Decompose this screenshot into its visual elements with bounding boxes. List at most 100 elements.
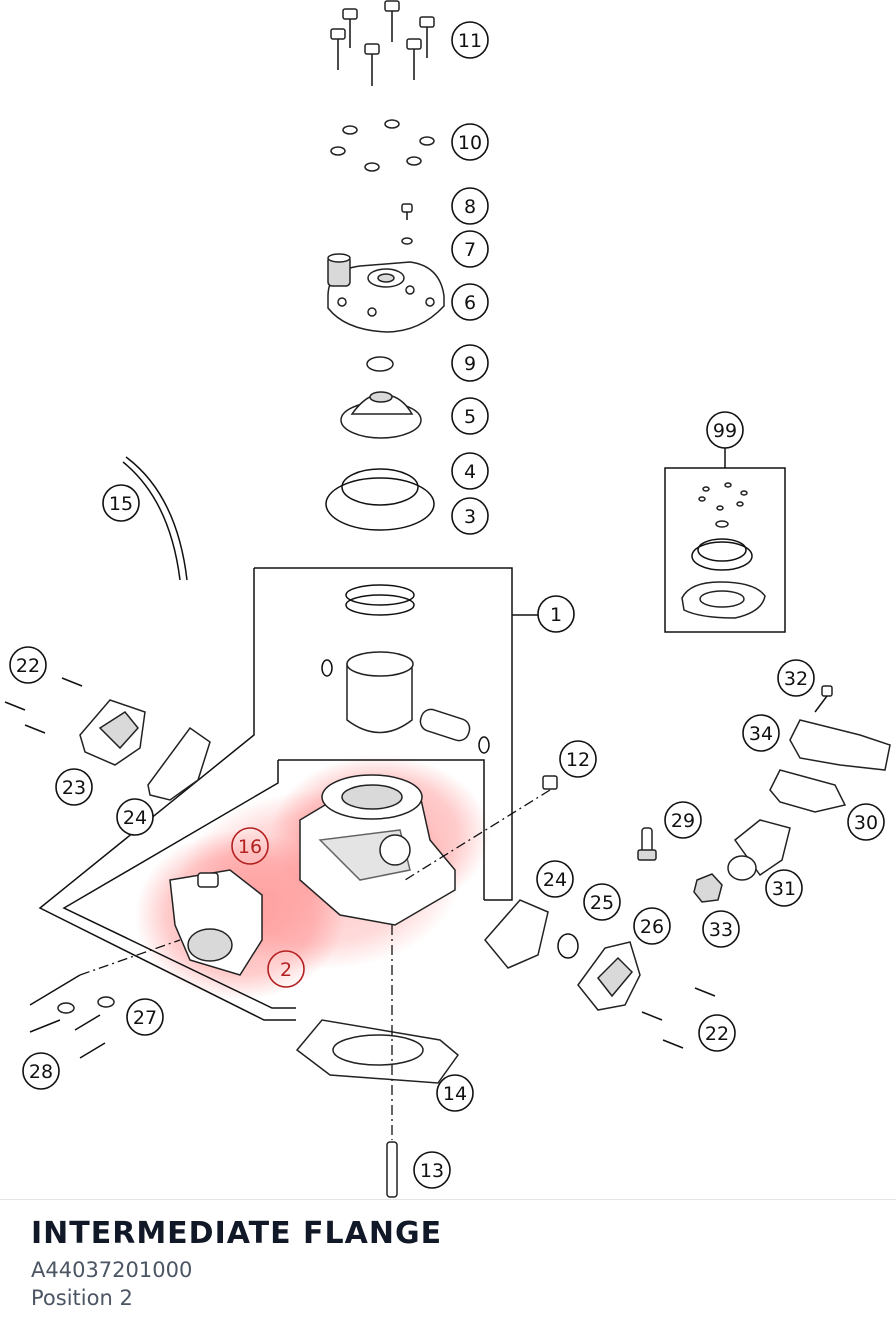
- part-control-31[interactable]: [727, 819, 791, 881]
- callout-16[interactable]: 16: [231, 827, 269, 865]
- callout-28[interactable]: 28: [22, 1052, 60, 1090]
- callout-4-label: 4: [464, 461, 476, 483]
- part-washers-10[interactable]: [330, 119, 435, 172]
- callout-34-label: 34: [749, 723, 773, 745]
- callout-11-label: 11: [458, 30, 482, 52]
- callout-34[interactable]: 34: [742, 714, 780, 752]
- part-hose-15[interactable]: [122, 456, 188, 581]
- part-cover-23[interactable]: [79, 699, 146, 766]
- part-sensor-29[interactable]: [637, 827, 657, 861]
- callout-22[interactable]: 22: [9, 646, 47, 684]
- callout-14-label: 14: [443, 1083, 467, 1105]
- callout-25-label: 25: [590, 892, 614, 914]
- callout-30-label: 30: [854, 812, 878, 834]
- part-oring-9[interactable]: [366, 356, 394, 372]
- part-number: A44037201000: [31, 1258, 193, 1282]
- callout-7-label: 7: [464, 239, 476, 261]
- callout-5[interactable]: 5: [451, 397, 489, 435]
- callout-10[interactable]: 10: [451, 123, 489, 161]
- part-oring-25[interactable]: [557, 933, 579, 959]
- callout-33[interactable]: 33: [702, 910, 740, 948]
- part-gasket-24-right[interactable]: [484, 899, 549, 969]
- callout-12[interactable]: 12: [559, 740, 597, 778]
- callout-5-label: 5: [464, 406, 476, 428]
- part-bolts-28[interactable]: [29, 939, 181, 1059]
- part-cap-33[interactable]: [693, 873, 723, 903]
- callout-2[interactable]: 2: [267, 950, 305, 988]
- part-cover-26[interactable]: [577, 941, 641, 1011]
- callout-24[interactable]: 24: [536, 860, 574, 898]
- part-clamps-27[interactable]: [57, 996, 115, 1014]
- part-plug-12[interactable]: [404, 775, 558, 881]
- callout-29-label: 29: [671, 810, 695, 832]
- callout-27[interactable]: 27: [126, 998, 164, 1036]
- callout-32[interactable]: 32: [777, 659, 815, 697]
- callout-23[interactable]: 23: [55, 768, 93, 806]
- part-insert-5[interactable]: [340, 391, 422, 439]
- callout-1[interactable]: 1: [537, 595, 575, 633]
- callout-24-label: 24: [123, 807, 147, 829]
- callout-6-label: 6: [464, 292, 476, 314]
- callout-12-label: 12: [566, 749, 590, 771]
- part-bolts-11[interactable]: [330, 0, 435, 86]
- callout-30[interactable]: 30: [847, 803, 885, 841]
- part-oring-4[interactable]: [341, 468, 419, 506]
- part-gasket-24-left[interactable]: [147, 726, 211, 801]
- exploded-parts-diagram: 11 10 8 7 6 9 5 4 3 99 15 1 22 23 24 16 2 12 29 32 34 30 31 24 2…: [4, 0, 891, 1198]
- part-actuator-30[interactable]: [769, 769, 847, 813]
- callout-3-label: 3: [464, 506, 476, 528]
- part-gasket-3[interactable]: [325, 477, 435, 531]
- part-screw-8[interactable]: [401, 203, 413, 220]
- divider: [0, 1199, 896, 1200]
- part-cylinder-16[interactable]: [62, 759, 485, 1009]
- callout-29[interactable]: 29: [664, 801, 702, 839]
- callout-9-label: 9: [464, 353, 476, 375]
- callout-23-label: 23: [62, 777, 86, 799]
- callout-26[interactable]: 26: [633, 907, 671, 945]
- callout-7[interactable]: 7: [451, 230, 489, 268]
- callout-22-label: 22: [16, 655, 40, 677]
- selected-part-panel: INTERMEDIATE FLANGE A44037201000 Positio…: [31, 1214, 876, 1312]
- part-screws-22-left[interactable]: [4, 677, 83, 734]
- callout-13[interactable]: 13: [413, 1151, 451, 1189]
- callout-10-label: 10: [458, 132, 482, 154]
- part-dowel-13[interactable]: [386, 1141, 398, 1198]
- callout-15[interactable]: 15: [102, 484, 140, 522]
- callout-99-label: 99: [713, 420, 737, 442]
- callout-2-label: 2: [280, 959, 292, 981]
- part-position: Position 2: [31, 1286, 133, 1310]
- callout-26-label: 26: [640, 916, 664, 938]
- callout-8-label: 8: [464, 196, 476, 218]
- callout-16-label: 16: [238, 836, 262, 858]
- callout-22-label: 22: [705, 1023, 729, 1045]
- callout-4[interactable]: 4: [451, 452, 489, 490]
- part-valve-34[interactable]: [789, 719, 891, 771]
- part-screw-32[interactable]: [814, 685, 833, 713]
- callout-9[interactable]: 9: [451, 344, 489, 382]
- part-title: INTERMEDIATE FLANGE: [31, 1216, 443, 1251]
- part-cylinder-head-6[interactable]: [327, 253, 445, 333]
- callout-6[interactable]: 6: [451, 283, 489, 321]
- callout-3[interactable]: 3: [451, 497, 489, 535]
- callout-27-label: 27: [133, 1007, 157, 1029]
- callout-24-label: 24: [543, 869, 567, 891]
- callout-15-label: 15: [109, 493, 133, 515]
- callout-99[interactable]: 99: [706, 411, 744, 449]
- part-piston-kit-1[interactable]: [38, 567, 538, 1021]
- callout-8[interactable]: 8: [451, 187, 489, 225]
- part-screws-22-right[interactable]: [641, 987, 716, 1049]
- part-gasket-kit-99[interactable]: [664, 447, 786, 633]
- callout-33-label: 33: [709, 919, 733, 941]
- callout-22[interactable]: 22: [698, 1014, 736, 1052]
- callout-32-label: 32: [784, 668, 808, 690]
- callout-13-label: 13: [420, 1160, 444, 1182]
- callout-25[interactable]: 25: [583, 883, 621, 921]
- callout-28-label: 28: [29, 1061, 53, 1083]
- callout-24[interactable]: 24: [116, 798, 154, 836]
- callout-31-label: 31: [772, 878, 796, 900]
- part-oring-7[interactable]: [401, 237, 413, 245]
- callout-14[interactable]: 14: [436, 1074, 474, 1112]
- part-intermediate-flange-2[interactable]: [169, 869, 263, 976]
- callout-31[interactable]: 31: [765, 869, 803, 907]
- callout-11[interactable]: 11: [451, 21, 489, 59]
